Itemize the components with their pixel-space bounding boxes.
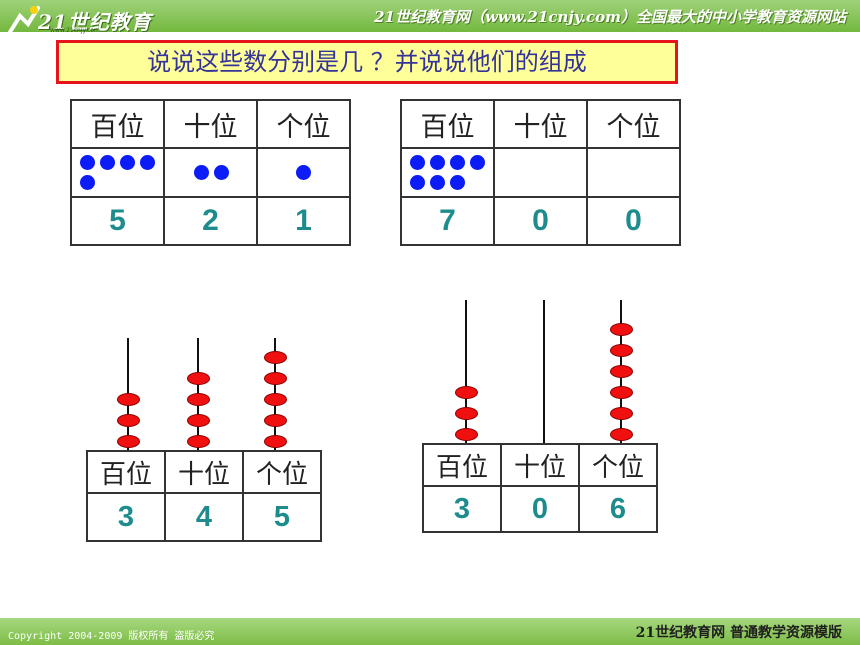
- counter-dot: [430, 155, 445, 170]
- abacus-bead: [187, 393, 210, 406]
- dots-hundreds: [70, 147, 165, 198]
- abacus-bead: [610, 407, 633, 420]
- digit-hundreds: 3: [422, 485, 502, 533]
- digit-tens: 2: [163, 196, 258, 246]
- header-hundreds: 百位: [86, 450, 166, 494]
- abacus-rod: [465, 300, 467, 443]
- place-value-table-dots-2: 百位 十位 个位 7 0 0: [400, 99, 681, 246]
- header-tens: 十位: [164, 450, 244, 494]
- copyright-text: Copyright 2004-2009 版权所有 盗版必究: [8, 631, 215, 642]
- abacus-bead: [455, 386, 478, 399]
- counter-dot: [450, 155, 465, 170]
- logo-text: 21世纪教育: [38, 10, 152, 34]
- header-bar: [0, 0, 860, 32]
- place-value-table-dots-1: 百位 十位 个位 5 2 1: [70, 99, 351, 246]
- header-tens: 十位: [500, 443, 580, 487]
- abacus-bead: [264, 414, 287, 427]
- site-logo[interactable]: 21世纪教育 www.21cnjy.com: [4, 2, 154, 40]
- header-hundreds: 百位: [400, 99, 495, 149]
- abacus-bead: [610, 428, 633, 441]
- counter-dot: [470, 155, 485, 170]
- abacus-bead: [187, 414, 210, 427]
- counter-dot: [214, 165, 229, 180]
- abacus-table-2: 百位 十位 个位 3 0 6: [422, 443, 658, 533]
- abacus-bead: [455, 428, 478, 441]
- header-tens: 十位: [163, 99, 258, 149]
- dots-hundreds: [400, 147, 495, 198]
- abacus-table-1: 百位 十位 个位 3 4 5: [86, 450, 322, 542]
- digit-tens: 0: [493, 196, 588, 246]
- footer-brand[interactable]: 21世纪教育网 普通教学资源模版: [635, 625, 842, 641]
- footer-bar: [0, 618, 860, 645]
- dots-tens: [493, 147, 588, 198]
- header-ones: 个位: [242, 450, 322, 494]
- counter-dot: [430, 175, 445, 190]
- counter-dot: [80, 175, 95, 190]
- site-banner: 21世纪教育网（www.21cnjy.com）全国最大的中小学教育资源网站: [374, 8, 846, 26]
- digit-ones: 5: [242, 492, 322, 542]
- digit-hundreds: 3: [86, 492, 166, 542]
- abacus-bead: [264, 393, 287, 406]
- header-tens: 十位: [493, 99, 588, 149]
- digit-hundreds: 5: [70, 196, 165, 246]
- abacus-bead: [117, 414, 140, 427]
- header-ones: 个位: [256, 99, 351, 149]
- abacus-bead: [264, 351, 287, 364]
- abacus-bead: [610, 365, 633, 378]
- abacus-bead: [610, 386, 633, 399]
- dots-tens: [163, 147, 258, 198]
- logo-url: www.21cnjy.com: [50, 27, 100, 34]
- abacus-rod: [543, 300, 545, 443]
- counter-dot: [450, 175, 465, 190]
- counter-dot: [140, 155, 155, 170]
- digit-ones: 6: [578, 485, 658, 533]
- runner-logo-icon: [8, 6, 40, 34]
- counter-dot: [296, 165, 311, 180]
- digit-tens: 4: [164, 492, 244, 542]
- counter-dot: [194, 165, 209, 180]
- counter-dot: [410, 155, 425, 170]
- abacus-bead: [117, 435, 140, 448]
- abacus-bead: [610, 344, 633, 357]
- dots-ones: [586, 147, 681, 198]
- abacus-bead: [264, 435, 287, 448]
- abacus-bead: [187, 435, 210, 448]
- abacus-bead: [117, 393, 140, 406]
- header-hundreds: 百位: [70, 99, 165, 149]
- abacus-bead: [187, 372, 210, 385]
- digit-hundreds: 7: [400, 196, 495, 246]
- counter-dot: [100, 155, 115, 170]
- dots-ones: [256, 147, 351, 198]
- header-ones: 个位: [586, 99, 681, 149]
- digit-tens: 0: [500, 485, 580, 533]
- header-ones: 个位: [578, 443, 658, 487]
- digit-ones: 1: [256, 196, 351, 246]
- slide-title: 说说这些数分别是几 ？并说说他们的组成: [56, 40, 678, 84]
- abacus-bead: [610, 323, 633, 336]
- abacus-bead: [264, 372, 287, 385]
- abacus-bead: [455, 407, 478, 420]
- digit-ones: 0: [586, 196, 681, 246]
- counter-dot: [120, 155, 135, 170]
- counter-dot: [80, 155, 95, 170]
- counter-dot: [410, 175, 425, 190]
- header-hundreds: 百位: [422, 443, 502, 487]
